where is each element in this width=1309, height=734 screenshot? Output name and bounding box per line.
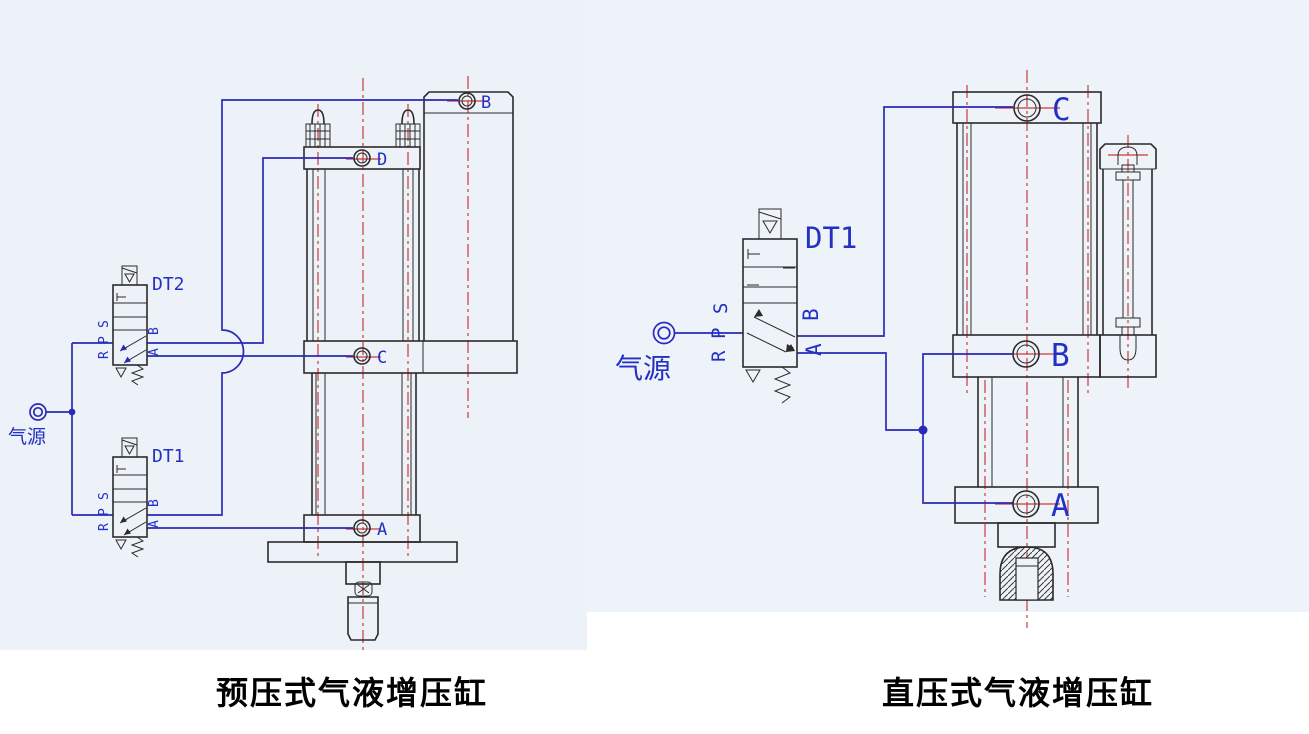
left-panel-background [0, 0, 587, 650]
dt1l-port-p: P [97, 508, 112, 516]
left-acorn-nut-1 [305, 109, 331, 148]
left-port-d: D [353, 149, 387, 170]
svg-text:B: B [1051, 338, 1070, 374]
right-pipe-b-to-c [797, 106, 1013, 337]
right-lower-inner-walls [991, 377, 1064, 487]
left-upper-inner-walls [312, 169, 414, 341]
dt1r-port-p: P [708, 328, 730, 339]
left-lower-outer-walls [311, 373, 417, 515]
right-pipe-down-to-a [922, 430, 1013, 504]
right-middle-plate [952, 334, 1157, 378]
dt1l-port-a: A [147, 520, 162, 528]
left-valve-dt1-solenoid [121, 437, 138, 458]
dt1r-port-s: S [710, 303, 732, 314]
right-centerlines [966, 70, 1148, 628]
left-stem-nut [354, 581, 373, 597]
left-port-c: C [353, 347, 387, 368]
right-pipe-a-down [797, 352, 923, 431]
left-lower-inner-walls [315, 373, 412, 515]
right-diagram: 气源 DT1 S P R B A [615, 70, 1157, 628]
right-valve-solenoid [758, 208, 782, 240]
dt2-port-r: R [97, 351, 112, 359]
dt1l-port-b: B [147, 499, 162, 507]
dt1r-port-b: B [799, 308, 823, 321]
right-cylinder-assembly [952, 91, 1157, 601]
svg-text:D: D [377, 150, 387, 170]
dt2-port-s: S [97, 320, 112, 328]
left-valve-dt1-spring-icon [130, 536, 145, 558]
left-ram-stem [345, 561, 381, 585]
left-valve-dt1-exhaust-icon [115, 539, 127, 551]
svg-text:A: A [1051, 488, 1070, 524]
left-diagram: 气源 DT2 S P R B A [8, 76, 518, 654]
right-port-b: B [1012, 338, 1070, 374]
left-port-a: A [353, 519, 387, 540]
dt1r-port-a: A [802, 343, 826, 356]
right-ram-slot [1015, 557, 1039, 601]
right-panel-background [587, 0, 1309, 612]
left-port-b: B [458, 92, 491, 113]
dt2-port-a: A [147, 348, 162, 356]
dt2-port-b: B [147, 327, 162, 335]
right-valve-exhaust-icon [745, 369, 761, 383]
left-valve-dt2-spring-icon [130, 364, 145, 386]
left-centerlines [317, 76, 488, 654]
right-side-reservoir [1099, 143, 1157, 361]
left-valve-dt2-exhaust-icon [115, 367, 127, 379]
right-valve-name: DT1 [805, 221, 857, 255]
right-valve-dt1: DT1 S P R B A [708, 208, 857, 404]
svg-text:C: C [377, 348, 387, 368]
left-valve-dt2-name: DT2 [152, 274, 185, 295]
right-pipe-up-to-b [922, 353, 1012, 430]
left-junction-dot [68, 408, 76, 416]
dt1l-port-r: R [97, 523, 112, 531]
left-valve-dt2: DT2 S P R B A [97, 265, 185, 386]
right-air-source-symbol: 气源 [615, 321, 676, 385]
svg-text:C: C [1052, 92, 1071, 128]
right-port-a: A [1012, 488, 1070, 524]
right-junction-dot [918, 425, 928, 435]
right-reservoir-rod [1115, 146, 1141, 361]
dt1l-port-s: S [97, 492, 112, 500]
left-valve-dt2-solenoid [121, 265, 138, 286]
left-valve-dt1: DT1 S P R B A [97, 437, 185, 558]
left-pipe-dt2b-to-d [147, 157, 353, 344]
left-piping [46, 99, 458, 529]
left-pipe-dt1b-to-b [147, 99, 458, 516]
right-piping [674, 106, 1013, 504]
svg-text:B: B [481, 93, 491, 113]
left-ram-rod [347, 596, 379, 641]
right-valve-spring-icon [773, 366, 792, 404]
left-air-source-symbol: 气源 [8, 403, 47, 448]
right-air-source-label: 气源 [615, 352, 671, 385]
right-caption: 直压式气液增压缸 [881, 675, 1154, 711]
left-valve-dt1-name: DT1 [152, 446, 185, 467]
left-air-source-label: 气源 [8, 426, 46, 448]
left-caption: 预压式气液增压缸 [215, 675, 488, 711]
dt1r-port-r: R [708, 350, 730, 362]
right-port-c: C [1013, 92, 1071, 128]
left-acorn-nut-2 [395, 109, 421, 148]
right-upper-inner-walls [962, 123, 1092, 335]
left-upper-outer-walls [306, 169, 420, 341]
right-ram-head [999, 546, 1054, 601]
right-lower-outer-walls [977, 377, 1079, 487]
left-oil-tank [423, 91, 514, 341]
dt2-port-p: P [97, 336, 112, 344]
svg-text:A: A [377, 520, 387, 540]
right-upper-outer-walls [956, 123, 1098, 335]
